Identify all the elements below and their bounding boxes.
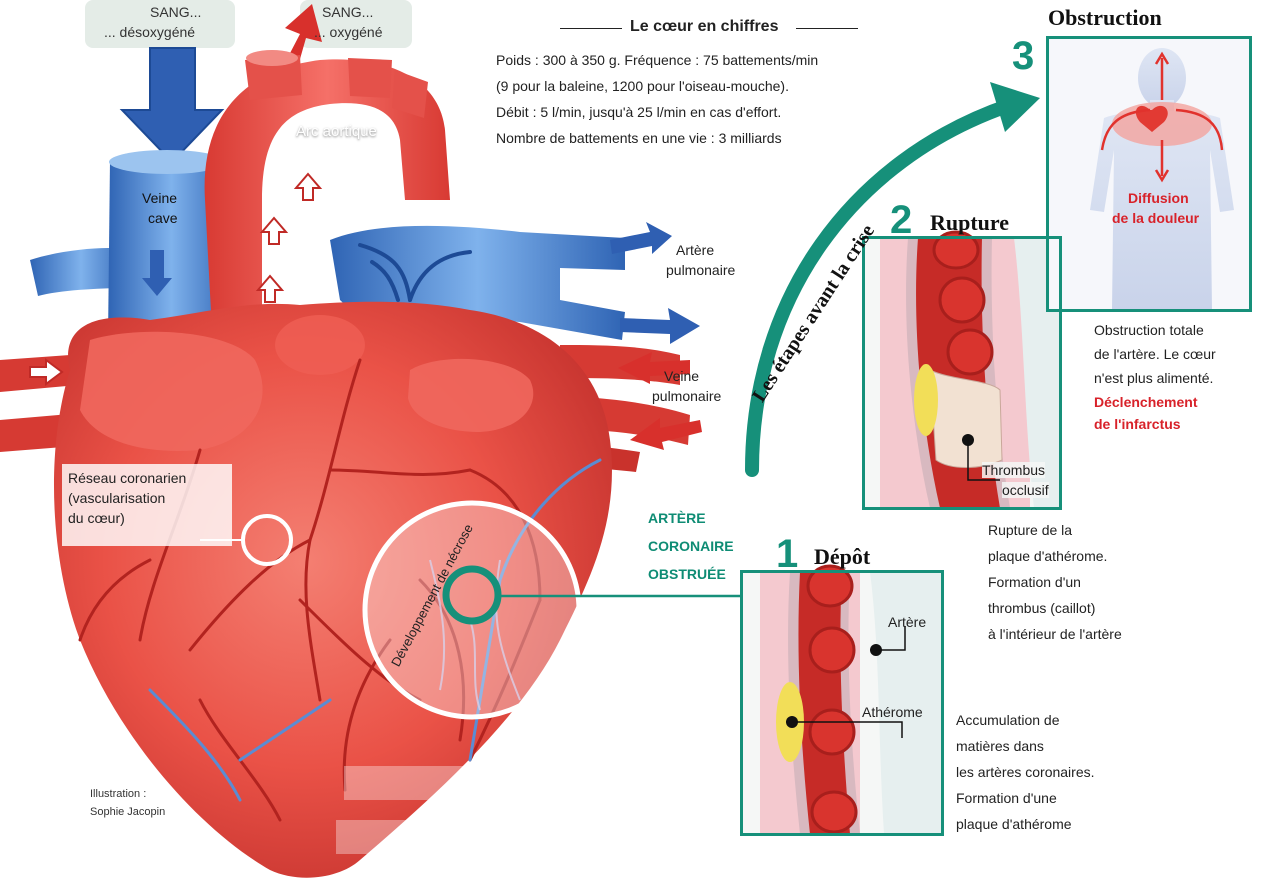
coronary-network (78, 358, 542, 822)
chiffres-rule-right (796, 28, 858, 29)
chiffres-rule-left (560, 28, 622, 29)
artere-pulm-label-2: pulmonaire (666, 262, 736, 278)
reseau-label-bg (62, 464, 232, 546)
step3-frame (1046, 36, 1252, 312)
chiffres-line-4: Nombre de battements en une vie : 3 mill… (496, 130, 782, 146)
step3-number: 3 (1012, 34, 1035, 78)
obstruee-label-2: CORONAIRE (648, 538, 734, 554)
step1-desc-2: matières dans (956, 738, 1044, 754)
obstruee-label-3: OBSTRUÉE (648, 566, 726, 582)
oxy-label-1: SANG... (322, 4, 374, 20)
vena-cava (108, 160, 235, 340)
step1-artere-label: Artère (888, 614, 927, 630)
artere-pulm-label-1: Artère (676, 242, 715, 258)
step2-frame (862, 236, 1062, 510)
stages-arrowhead-icon (990, 82, 1040, 132)
reseau-label-2: (vascularisation (68, 490, 166, 506)
step3-diffusion-2: de la douleur (1112, 210, 1200, 226)
oxy-label-2: ... oxygéné (314, 24, 383, 40)
step3-desc-4: Déclenchement (1094, 394, 1198, 410)
step3-diffusion-1: Diffusion (1128, 190, 1189, 206)
step3-desc-3: n'est plus alimenté. (1094, 370, 1214, 386)
reseau-zoom-circle (241, 514, 293, 566)
step2-desc-1: Rupture de la (988, 522, 1073, 538)
step1-atherome-label: Athérome (862, 704, 923, 720)
step3-desc-2: de l'artère. Le cœur (1094, 346, 1216, 362)
step2-desc-2: plaque d'athérome. (988, 548, 1108, 564)
reseau-label-3: du cœur) (68, 510, 125, 526)
credit-label-1: Illustration : (90, 788, 147, 800)
stages-arrow (745, 98, 1017, 477)
chiffres-line-3: Débit : 5 l/min, jusqu'à 25 l/min en cas… (496, 104, 782, 120)
veine-cave-label-1: Veine (142, 190, 178, 206)
step2-thrombus-2: occlusif (1002, 482, 1049, 498)
step3-desc-5: de l'infarctus (1094, 416, 1181, 432)
step2-desc-5: à l'intérieur de l'artère (988, 626, 1122, 642)
deoxy-label-1: SANG... (150, 4, 202, 20)
oxy-label-box (300, 0, 412, 48)
veine-cave-label-2: cave (148, 210, 178, 226)
flow-arrows-icon (29, 172, 323, 386)
deoxy-label-2: ... désoxygéné (104, 24, 196, 40)
veine-pulm-label-1: Veine (664, 368, 700, 384)
deoxy-arrow-icon (119, 47, 225, 164)
step1-desc-4: Formation d'une (956, 790, 1057, 806)
step1-title: Dépôt (814, 544, 871, 569)
vena-cava-flow-icon (142, 250, 172, 296)
step1-desc-5: plaque d'athérome (956, 816, 1072, 832)
step2-desc-4: thrombus (caillot) (988, 600, 1096, 616)
step1-desc-1: Accumulation de (956, 712, 1060, 728)
obstruee-label-1: ARTÈRE (648, 510, 706, 526)
step2-number: 2 (890, 198, 913, 242)
step1-desc-3: les artères coronaires. (956, 764, 1095, 780)
pain-arrows-icon (1100, 51, 1224, 183)
veine-pulm-label-2: pulmonaire (652, 388, 722, 404)
artere-pulm-arrow-icon (610, 222, 672, 254)
reseau-label-1: Réseau coronarien (68, 470, 187, 486)
step3-body-illustration (1046, 38, 1250, 310)
credit-label-2: Sophie Jacopin (90, 806, 166, 818)
deoxy-label-box (85, 0, 235, 48)
veine-pulm-arrow-icon (618, 352, 690, 384)
step2-desc-3: Formation d'un (988, 574, 1081, 590)
arc-aortique-label: Arc aortique (296, 123, 377, 140)
step1-number: 1 (776, 532, 799, 576)
necrosis-circle (362, 500, 582, 720)
step3-desc-1: Obstruction totale (1094, 322, 1204, 338)
step2-thrombus-1: Thrombus (982, 462, 1046, 478)
step1-frame (740, 570, 944, 836)
aortic-arch (204, 59, 450, 331)
step3-title: Obstruction (1048, 5, 1162, 30)
step1-artery-illustration (742, 564, 942, 834)
chiffres-line-2: (9 pour la baleine, 1200 pour l'oiseau-m… (496, 78, 789, 94)
chiffres-title: Le cœur en chiffres (630, 18, 779, 35)
chiffres-line-1: Poids : 300 à 350 g. Fréquence : 75 batt… (496, 52, 819, 68)
pulmonary-flow-icon (358, 243, 472, 302)
step2-title: Rupture (930, 210, 1010, 235)
